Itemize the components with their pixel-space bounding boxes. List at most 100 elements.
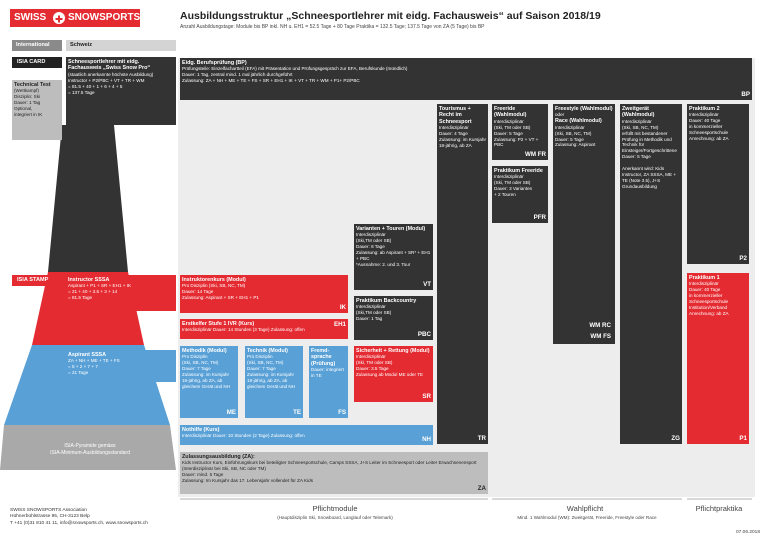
zweitgeraet-title: Zweitgerät (Wahlmodul): [622, 106, 655, 119]
za-text: Kids Instructor Kurs, Einführungskurs be…: [182, 460, 477, 484]
pyramid-dark: [48, 125, 128, 272]
technical-test-title: Technical Test: [14, 82, 51, 88]
praktikum1-text: Interdisziplinär Dauer: 40 Tage in komme…: [689, 281, 729, 316]
ik-title: Instruktorenkurs (Modul): [182, 277, 246, 283]
technik-title: Technik (Modul): [247, 348, 288, 354]
instructor-sssa-title: Instructor SSSA: [68, 277, 110, 283]
isia-stamp-strip: ISIA STAMP: [12, 275, 62, 286]
footer-pflicht-title: Pflichtmodule: [312, 504, 358, 513]
nothilfe-box: Nothilfe (Kurs) Interdisziplinär Dauer: …: [180, 425, 433, 445]
footer-address: SWISS SNOWSPORTS Association Hühnerbühls…: [10, 508, 148, 526]
freeride-text: Interdisziplinär (Ski, TM oder SB) Dauer…: [494, 118, 539, 148]
logo-snowsports: SNOWSPORTS: [68, 12, 141, 23]
bp-code: BP: [741, 91, 750, 99]
footer-wahl-sub: Mind. 1 Wahlmodul (WM): Zweitgerät, Free…: [517, 515, 657, 520]
varianten-box: Varianten + Touren (Modul) Interdiszipli…: [354, 224, 433, 290]
freeride-code: WM FR: [525, 151, 546, 159]
page-subtitle: Anzahl Ausbildungstage: Module bis BP in…: [180, 24, 485, 30]
schweiz-tag: Schweiz: [66, 40, 176, 51]
zweitgeraet-code: ZG: [671, 435, 680, 443]
methodik-box: Methodik (Modul) Pro Disziplin (Ski, SB,…: [180, 346, 238, 418]
praktikum2-title: Praktikum 2: [689, 106, 720, 112]
fremdsprache-code: FS: [338, 409, 346, 417]
praktikum2-text: Interdisziplinär Dauer: 40 Tage in komme…: [689, 112, 729, 141]
zweitgeraet-box: Zweitgerät (Wahlmodul) Interdisziplinär …: [620, 104, 682, 444]
praktikum-freeride-box: Praktikum Freeride Interdisziplinär (Ski…: [492, 166, 548, 223]
freestyle-text: Interdisziplinär (Ski, SB, NC, TM) Dauer…: [555, 124, 596, 148]
za-code: ZA: [477, 485, 486, 493]
instructor-sssa-box: Instructor SSSA Aspirant + P1 + SR + EH1…: [66, 275, 176, 311]
technik-code: TE: [293, 409, 301, 417]
praktikum1-title: Praktikum 1: [689, 275, 720, 281]
aspirant-sssa-text: ZA + NH + ME + TE + FS = 5 + 2 + 7 + 7 =…: [68, 358, 120, 376]
backcountry-box: Praktikum Backcountry Interdisziplinär (…: [354, 296, 433, 340]
fremdsprache-box: Fremd-sprache (Prüfung) Dauer: integrier…: [309, 346, 348, 418]
snow-pro-title: Schneesportlehrer mit eidg. Fachausweis …: [68, 59, 151, 72]
tourismus-text: Interdisziplinär Dauer: 4 Tage Zulassung…: [439, 125, 486, 149]
praktikum2-code: P2: [739, 255, 747, 263]
footer-date: 07.06.2018: [735, 530, 760, 535]
tourismus-title: Tourismus + Recht im Schneesport: [439, 106, 472, 125]
varianten-code: VT: [423, 281, 431, 289]
backcountry-title: Praktikum Backcountry: [356, 298, 417, 304]
technik-text: Pro Disziplin (Ski, SB, NC, TM) Dauer: 7…: [247, 354, 296, 389]
tourismus-box: Tourismus + Recht im Schneesport Interdi…: [437, 104, 488, 444]
praktikum1-code: P1: [739, 435, 747, 443]
international-tag: International: [12, 40, 62, 51]
footer-pflicht-sub: (Hauptdisziplin Ski, Snowboard, Langlauf…: [277, 515, 393, 520]
footer-wahl-title: Wahlpflicht: [566, 504, 604, 513]
page-title: Ausbildungsstruktur „Schneesportlehrer m…: [180, 10, 601, 22]
varianten-text: Interdisziplinär (Ski,TM oder SB) Dauer:…: [356, 232, 431, 267]
freestyle-code-rc: WM RC: [589, 322, 611, 330]
technik-box: Technik (Modul) Pro Disziplin (Ski, SB, …: [245, 346, 303, 418]
zweitgeraet-text: Interdisziplinär (Ski, SB, NC, TM) erfül…: [622, 118, 677, 189]
praktikum1-box: Praktikum 1 Interdisziplinär Dauer: 40 T…: [687, 273, 749, 444]
schweiz-label: Schweiz: [70, 42, 93, 48]
aspirant-sssa-box: Aspirant SSSA ZA + NH + ME + TE + FS = 5…: [66, 350, 176, 382]
ik-text: Pro Disziplin (Ski, SB, NC, TM) Dauer: 1…: [182, 283, 259, 301]
nothilfe-code: NH: [422, 436, 431, 444]
technical-test-text: (Wettkampf) Disziplin: Ski Dauer: 1 Tag …: [14, 88, 43, 117]
praktikum-freeride-text: Interdisziplinär (Ski, TM oder SB) Dauer…: [494, 174, 533, 198]
za-title: Zulassungsausbildung (ZA):: [182, 454, 255, 460]
varianten-title: Varianten + Touren (Modul): [356, 226, 426, 232]
freestyle-oder: oder: [555, 112, 565, 118]
freestyle-race-box: Freestyle (Wahlmodul) oder Race (Wahlmod…: [553, 104, 615, 344]
instructor-sssa-text: Aspirant + P1 + SR + EH1 + IK = 21 + 40 …: [68, 283, 132, 301]
sicherheit-text: Interdisziplinär (Ski, TM oder SB) Dauer…: [356, 354, 424, 378]
logo: SWISS SNOWSPORTS: [10, 9, 140, 27]
freestyle-title: Freestyle (Wahlmodul): [555, 106, 613, 112]
praktikum-freeride-code: PFR: [533, 214, 546, 222]
praktikum-freeride-title: Praktikum Freeride: [494, 168, 543, 174]
aspirant-sssa-title: Aspirant SSSA: [68, 352, 107, 358]
sicherheit-box: Sicherheit + Rettung (Modul) Interdiszip…: [354, 346, 433, 402]
freeride-title: Freeride (Wahlmodul): [494, 106, 527, 119]
za-box: Zulassungsausbildung (ZA): Kids Instruct…: [180, 452, 488, 494]
isia-card-label: ISIA CARD: [17, 59, 46, 65]
bp-text: Prüfungsteile: Einzelfachartteil (EFA) m…: [182, 66, 408, 84]
tourismus-code: TR: [477, 435, 486, 443]
pyramid-note: ISIA-Pyramide gemäss ISIA-Minimum-Ausbil…: [50, 443, 130, 456]
eh1-code: EH1: [333, 321, 346, 328]
freeride-box: Freeride (Wahlmodul) Interdisziplinär (S…: [492, 104, 548, 160]
isia-stamp-label: ISIA STAMP: [17, 277, 49, 283]
fremdsprache-text: Dauer: integriert in TE: [311, 367, 344, 379]
bp-title: Eidg. Berufsprüfung (BP): [182, 60, 247, 66]
eh1-box: Erstkelfer Stufe 1 IVR (Kurs) Interdiszi…: [180, 319, 348, 339]
pyramid-base: [0, 425, 176, 470]
logo-swiss: SWISS: [14, 12, 47, 23]
logo-cross-icon: [53, 12, 65, 24]
praktikum2-box: Praktikum 2 Interdisziplinär Dauer: 40 T…: [687, 104, 749, 264]
race-title: Race (Wahlmodul): [555, 118, 602, 125]
sicherheit-code: SR: [422, 393, 431, 401]
eh1-title: Erstkelfer Stufe 1 IVR (Kurs): [182, 321, 255, 327]
technical-test-box: Technical Test (Wettkampf) Disziplin: Sk…: [12, 80, 62, 140]
nothilfe-title: Nothilfe (Kurs): [182, 427, 220, 433]
isia-card-strip: ISIA CARD: [12, 57, 62, 68]
methodik-text: Pro Disziplin (Ski, SB, NC, TM) Dauer: 7…: [182, 354, 231, 389]
snow-pro-text: (staatlich anerkannte höchste Ausbildung…: [68, 71, 154, 95]
freestyle-code-fs: WM FS: [590, 333, 611, 341]
backcountry-text: Interdisziplinär (Ski,TM oder SB) Dauer:…: [356, 304, 392, 322]
ik-box: Instruktorenkurs (Modul) Pro Disziplin (…: [180, 275, 348, 313]
